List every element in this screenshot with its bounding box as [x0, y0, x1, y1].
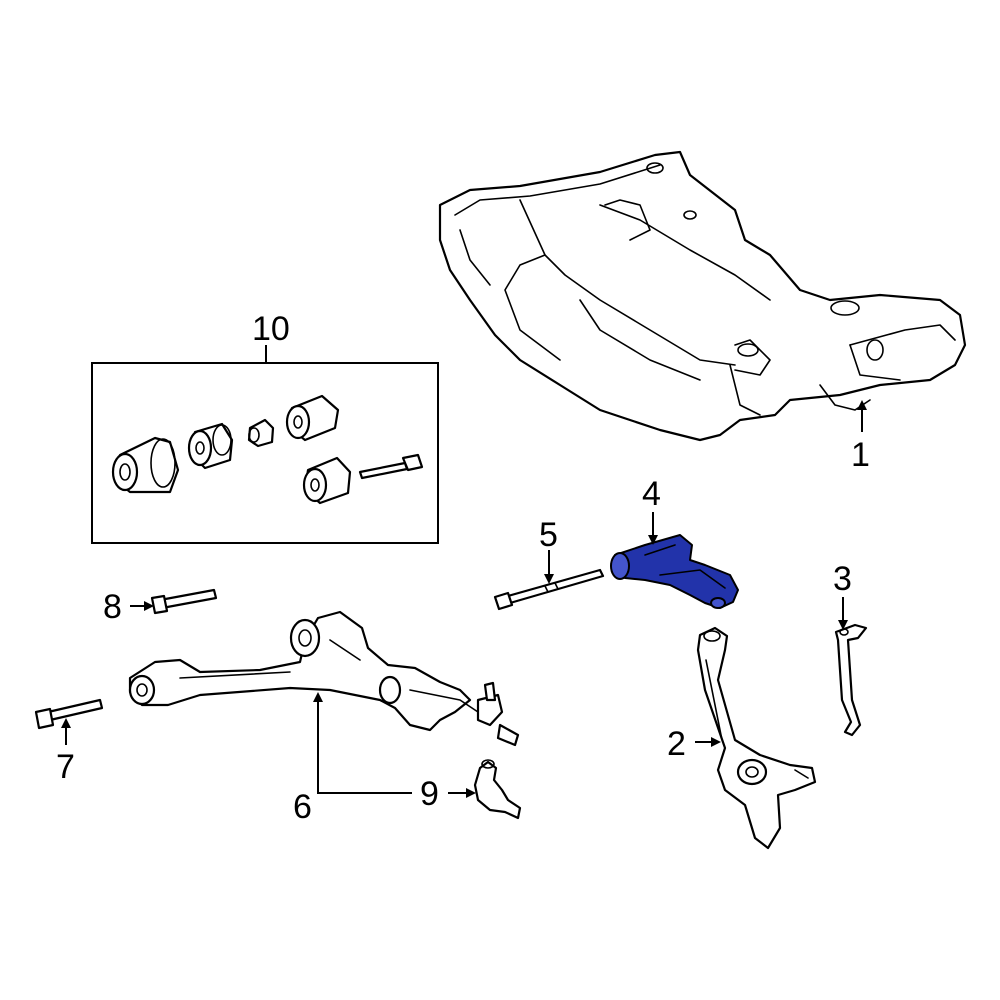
sensor-bracket[interactable] — [834, 623, 868, 737]
callout-8[interactable]: 8 — [103, 588, 122, 626]
callout-3[interactable]: 3 — [833, 560, 852, 598]
callout-7[interactable]: 7 — [56, 748, 75, 786]
bushing-small[interactable] — [247, 418, 275, 448]
subframe-crossmember[interactable] — [438, 150, 967, 442]
ball-joint[interactable] — [473, 759, 522, 820]
callout-2[interactable]: 2 — [667, 725, 686, 763]
steering-knuckle[interactable] — [696, 626, 817, 850]
upper-control-arm[interactable] — [610, 534, 739, 609]
leader-6 — [313, 692, 412, 794]
bushing-large[interactable] — [111, 436, 180, 494]
bushing-medium[interactable] — [187, 422, 234, 470]
callout-9[interactable]: 9 — [420, 775, 439, 813]
callout-5[interactable]: 5 — [539, 516, 558, 554]
bushing-bolt[interactable] — [358, 453, 424, 480]
lower-control-arm[interactable] — [128, 610, 520, 747]
bushing-upper-right[interactable] — [285, 394, 340, 442]
bushing-lower-right[interactable] — [302, 456, 352, 505]
callout-1[interactable]: 1 — [851, 436, 870, 474]
callout-4[interactable]: 4 — [642, 475, 661, 513]
callout-10[interactable]: 10 — [252, 310, 290, 348]
long-bolt[interactable] — [493, 568, 605, 611]
bolt-8[interactable] — [150, 588, 218, 615]
callout-6[interactable]: 6 — [293, 788, 312, 826]
bolt-7[interactable] — [34, 698, 104, 730]
